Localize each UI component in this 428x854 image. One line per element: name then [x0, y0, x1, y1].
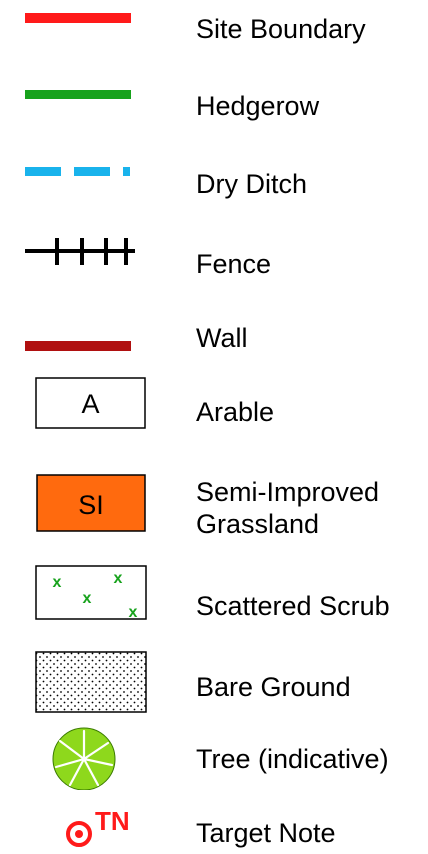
scattered-scrub-box-symbol: x x x x — [35, 565, 147, 621]
legend-item-wall: Wall — [0, 310, 428, 360]
target-ring — [66, 821, 92, 847]
hedgerow-line — [25, 90, 131, 99]
target-dot — [75, 830, 83, 838]
legend-label-dry-ditch: Dry Ditch — [196, 169, 308, 199]
dry-ditch-dashes — [25, 167, 130, 176]
scrub-mark: x — [129, 604, 138, 621]
scrub-mark: x — [114, 570, 123, 587]
legend-label-scattered-scrub: Scattered Scrub — [196, 591, 390, 621]
bare-ground-box — [35, 651, 147, 713]
fence-line-symbol — [25, 238, 135, 265]
legend-item-arable: A Arable — [0, 375, 428, 445]
arable-box — [35, 377, 146, 429]
legend-label-tree: Tree (indicative) — [196, 744, 389, 774]
tree-icon — [52, 727, 116, 790]
legend-item-target-note: TN Target Note — [0, 798, 428, 854]
arable-box-code: A — [81, 389, 99, 419]
hedgerow-line-symbol — [25, 90, 131, 99]
wall-line-symbol — [25, 341, 131, 351]
legend-label-arable: Arable — [196, 397, 275, 427]
semi-improved-grassland-box-symbol: SI — [36, 474, 146, 532]
legend-item-semi-improved-grassland: SI Semi-Improved Grassland — [0, 470, 428, 560]
legend-label-bare-ground: Bare Ground — [196, 672, 351, 702]
site-boundary-line — [25, 13, 131, 23]
legend-item-fence: Fence — [0, 230, 428, 280]
wall-line — [25, 341, 131, 351]
legend-item-hedgerow: Hedgerow — [0, 80, 428, 121]
legend-item-scattered-scrub: x x x x Scattered Scrub — [0, 560, 428, 630]
legend-label-semi-improved-grassland: Semi-Improved Grassland — [196, 477, 380, 539]
target-note-icon: TN — [66, 806, 130, 847]
legend-label-hedgerow: Hedgerow — [196, 91, 320, 121]
scattered-scrub-box — [35, 565, 147, 620]
legend-label-wall: Wall — [196, 323, 248, 353]
scrub-mark: x — [53, 574, 62, 591]
legend-item-bare-ground: Bare Ground — [0, 645, 428, 715]
legend-item-dry-ditch: Dry Ditch — [0, 160, 428, 200]
scrub-mark: x — [83, 590, 92, 607]
legend-item-site-boundary: Site Boundary — [0, 0, 428, 44]
legend-label-site-boundary: Site Boundary — [196, 14, 366, 44]
site-boundary-line-symbol — [25, 13, 131, 23]
target-note-badge: TN — [95, 806, 130, 836]
fence-line — [25, 238, 135, 265]
semi-improved-grassland-box — [36, 474, 146, 532]
semi-improved-grassland-box-code: SI — [78, 490, 104, 520]
arable-box-symbol: A — [35, 377, 146, 429]
dry-ditch-line-symbol — [25, 167, 130, 176]
legend-label-target-note: Target Note — [196, 818, 336, 848]
bare-ground-box-symbol — [35, 651, 147, 713]
legend-item-tree: Tree (indicative) — [0, 725, 428, 790]
legend-label-fence: Fence — [196, 249, 272, 279]
